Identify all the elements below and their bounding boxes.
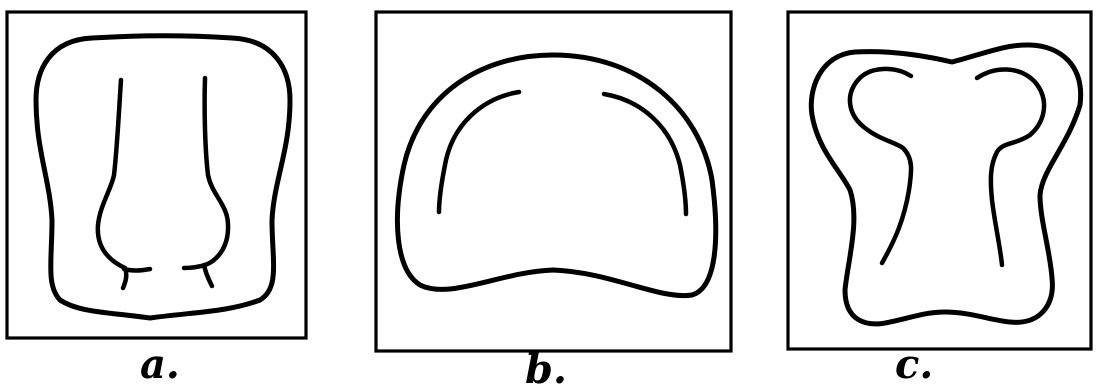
panel-a-outline	[36, 36, 290, 318]
caption-c: c.	[895, 345, 933, 385]
panel-c	[788, 12, 1091, 349]
caption-b: b.	[525, 350, 567, 390]
panel-a	[7, 12, 306, 338]
caption-a: a.	[140, 345, 180, 385]
panel-b	[376, 12, 731, 351]
panel-b-inner-right	[604, 94, 686, 214]
panel-a-inner-right	[184, 78, 228, 286]
panel-b-inner-left	[439, 92, 519, 212]
panel-b-frame	[376, 12, 731, 351]
panel-c-inner-left	[850, 69, 911, 263]
panel-a-inner-left	[98, 80, 150, 288]
panel-c-inner-right	[977, 69, 1044, 265]
